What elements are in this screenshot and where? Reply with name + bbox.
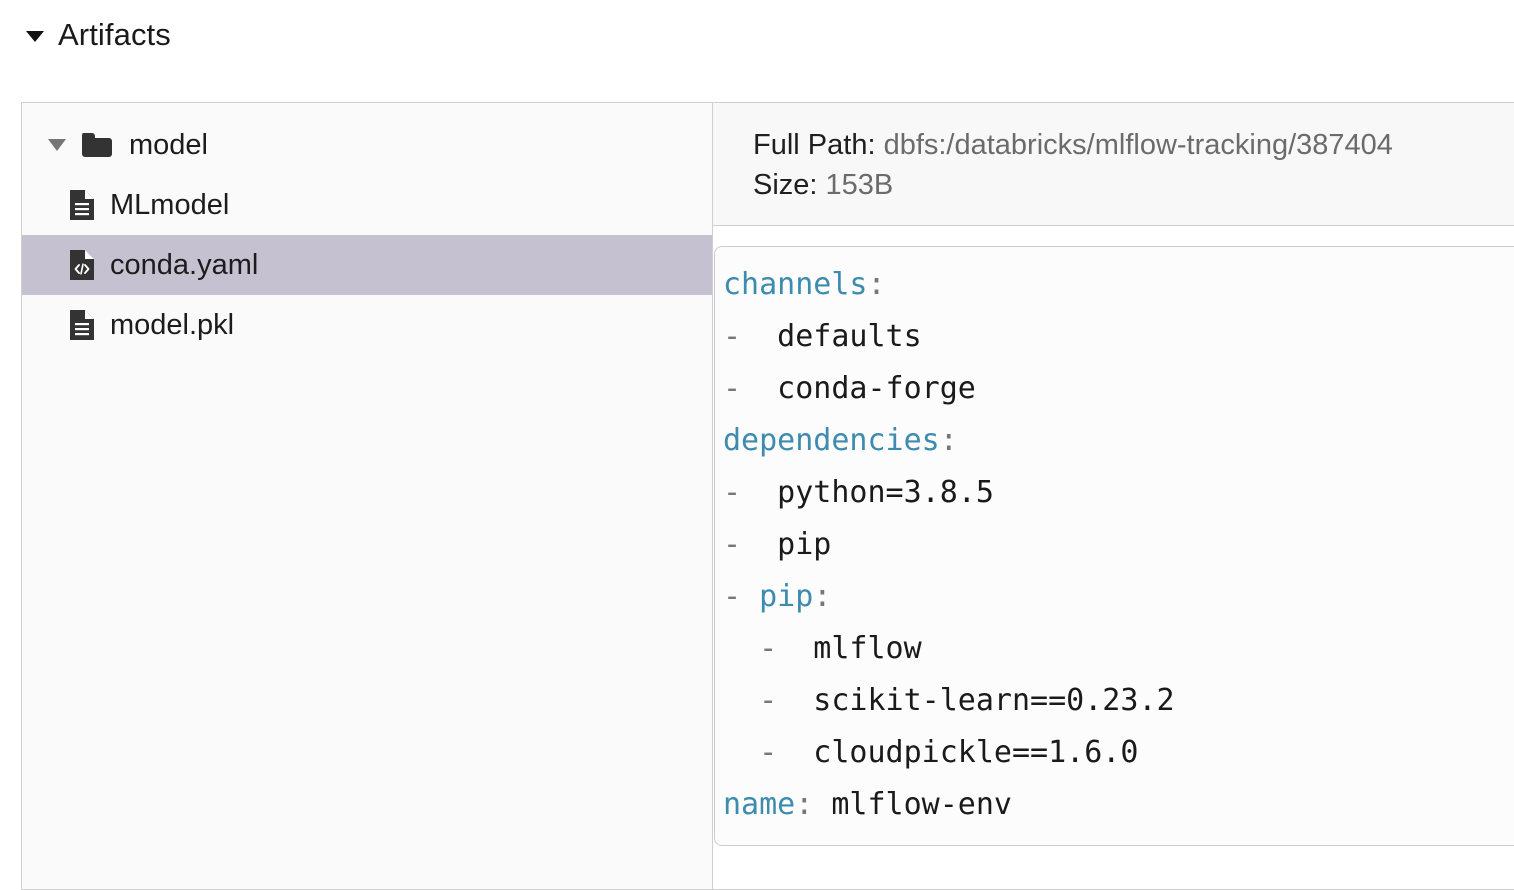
code-file-icon <box>70 250 94 280</box>
code-line: - scikit-learn==0.23.2 <box>759 683 1175 719</box>
caret-down-icon[interactable] <box>48 139 66 151</box>
full-path-label: Full Path: <box>753 129 876 161</box>
artifact-preview: channels: - defaults - conda-forge dependen… <box>713 226 1514 889</box>
code-line: - python=3.8.5 <box>723 475 994 511</box>
yaml-code-block: channels: - defaults - conda-forge dependen… <box>714 246 1514 847</box>
artifact-metadata: Full Path: dbfs:/databricks/mlflow-track… <box>713 103 1514 227</box>
caret-down-icon[interactable] <box>26 31 44 42</box>
artifacts-section-header[interactable]: Artifacts <box>0 0 1514 52</box>
document-icon <box>70 310 94 340</box>
size-label: Size: <box>753 169 818 202</box>
size-row: Size: 153B <box>753 165 1514 205</box>
folder-icon <box>82 133 112 157</box>
code-line: name: mlflow-env <box>723 787 1012 823</box>
full-path-row: Full Path: dbfs:/databricks/mlflow-track… <box>753 125 1514 165</box>
tree-item-label: model.pkl <box>110 308 235 341</box>
tree-item-label: MLmodel <box>110 188 230 221</box>
code-line: channels: <box>723 267 886 303</box>
code-line: - defaults <box>723 319 922 355</box>
tree-item-model-pkl[interactable]: model.pkl <box>22 295 712 355</box>
code-line: - mlflow <box>759 631 922 667</box>
code-line: - cloudpickle==1.6.0 <box>759 735 1139 771</box>
tree-item-model[interactable]: model <box>22 115 712 175</box>
code-line: - pip <box>723 527 832 563</box>
document-icon <box>70 190 94 220</box>
code-line: dependencies: <box>723 423 958 459</box>
tree-item-conda-yaml[interactable]: conda.yaml <box>22 235 712 295</box>
tree-item-label: conda.yaml <box>110 248 259 281</box>
code-line: - conda-forge <box>723 371 976 407</box>
page-title: Artifacts <box>58 17 171 52</box>
full-path-value: dbfs:/databricks/mlflow-tracking/387404 <box>883 129 1393 161</box>
tree-item-mlmodel[interactable]: MLmodel <box>22 175 712 235</box>
tree-item-label: model <box>129 128 208 161</box>
size-value: 153B <box>825 169 894 202</box>
artifact-file-tree[interactable]: model MLmodel <box>22 103 713 889</box>
code-line: - pip: <box>723 579 832 615</box>
artifact-browser: model MLmodel <box>21 102 1514 890</box>
artifact-detail-pane: Full Path: dbfs:/databricks/mlflow-track… <box>713 103 1514 889</box>
